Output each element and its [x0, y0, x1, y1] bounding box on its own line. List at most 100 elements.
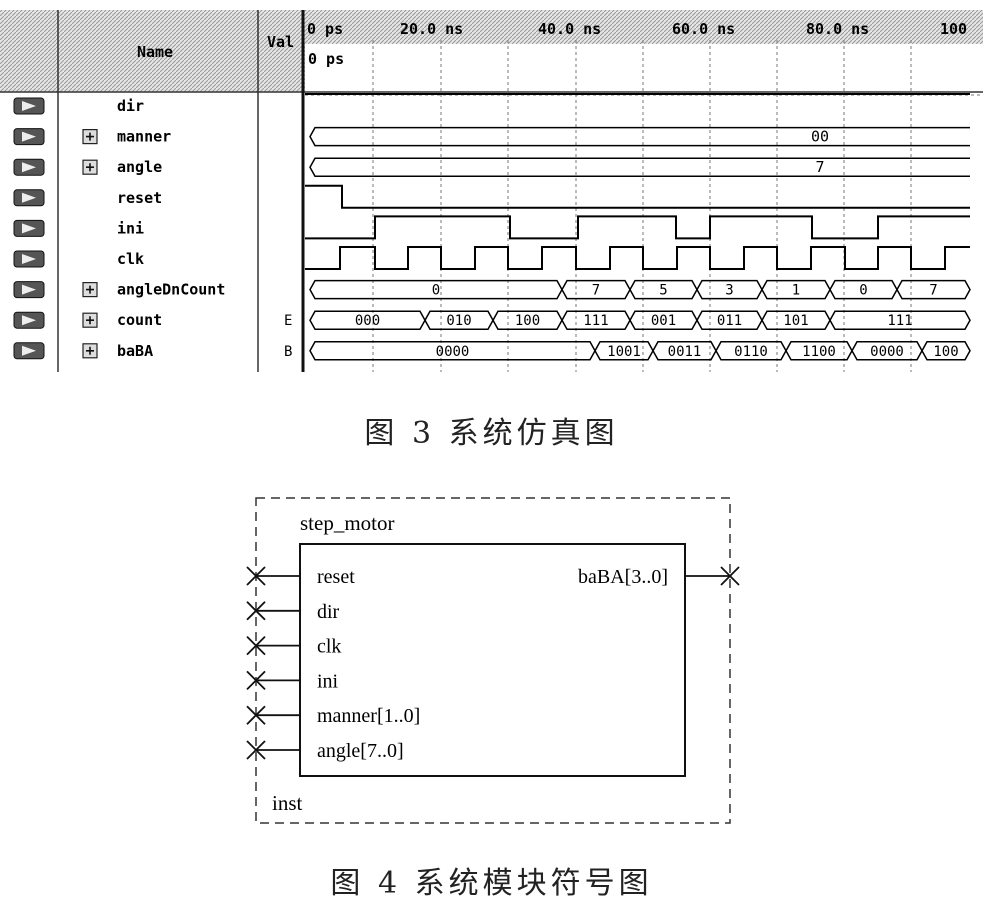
time-label: 40.0 ns [538, 20, 601, 38]
port-icon [13, 158, 45, 176]
expand-icon[interactable] [82, 312, 98, 328]
value-column-header[interactable]: Val [267, 33, 294, 51]
bus-value: 111 [887, 313, 912, 329]
waveform-reset [305, 184, 970, 209]
bus-segment [896, 279, 971, 300]
signal-row-ini[interactable]: ini [13, 219, 144, 237]
time-label: 20.0 ns [400, 20, 463, 38]
pin-terminal-icon [246, 670, 266, 691]
bus-value: 101 [783, 313, 808, 329]
time-label: 100 [940, 20, 967, 38]
bus-value: 1 [792, 283, 800, 299]
waveform-clk [305, 246, 970, 270]
input-pin-label: ini [317, 670, 339, 692]
expand-icon[interactable] [82, 159, 98, 175]
input-pin[interactable]: clk [246, 635, 341, 658]
pin-terminal-icon [720, 566, 740, 586]
module-body[interactable] [299, 543, 686, 777]
input-pin-label: manner[1..0] [317, 705, 420, 727]
bus-value: 1001 [607, 344, 641, 360]
waveform-ini [305, 215, 970, 240]
bus-value: 010 [446, 313, 471, 329]
port-icon [13, 250, 45, 268]
input-pin[interactable]: dir [246, 601, 340, 623]
port-icon [13, 128, 45, 146]
expand-icon[interactable] [82, 129, 98, 145]
pin-terminal-icon [246, 740, 266, 760]
bus-value: 011 [717, 313, 742, 329]
output-pin[interactable]: baBA[3..0] [578, 566, 740, 588]
figure-4-caption: 图 4 系统模块符号图 [330, 866, 653, 901]
figure-3-caption: 图 3 系统仿真图 [364, 416, 619, 451]
signal-name: ini [117, 219, 144, 237]
signal-row-angleDnCount[interactable]: angleDnCount [13, 281, 225, 299]
cursor-time-label: 0 ps [308, 50, 344, 68]
signal-name: angle [117, 158, 162, 176]
bus-value: 00 [811, 128, 829, 146]
signal-row-clk[interactable]: clk [13, 250, 144, 268]
module-symbol: step_motor reset dir clk ini manner[1..0] ang… [246, 497, 740, 824]
bus-segment [829, 310, 971, 330]
input-pin[interactable]: angle[7..0] [246, 740, 404, 762]
port-icon [13, 342, 45, 360]
input-pin-label: reset [317, 566, 355, 588]
port-icon [13, 189, 45, 207]
bus-value: 1100 [802, 344, 836, 360]
bus-value: 7 [929, 283, 937, 299]
port-icon [13, 281, 45, 299]
expand-icon[interactable] [82, 282, 98, 298]
signal-list: dir manner angle reset ini clk angleDnCount cou… [13, 97, 292, 360]
signal-row-reset[interactable]: reset [13, 189, 162, 207]
port-icon [13, 311, 45, 329]
expand-icon[interactable] [82, 343, 98, 359]
bus-value: 111 [583, 313, 608, 329]
input-pin-label: angle[7..0] [317, 740, 404, 762]
bus-manner: 00 [309, 126, 970, 147]
time-label: 60.0 ns [672, 20, 735, 38]
signal-value: B [284, 344, 292, 360]
pin-terminal-icon [246, 635, 266, 656]
input-pin[interactable]: reset [246, 566, 355, 588]
bus-value: 0 [432, 283, 440, 299]
bus-value: 0000 [870, 344, 904, 360]
port-icon [13, 219, 45, 237]
pin-terminal-icon [246, 601, 266, 621]
bus-segment [921, 341, 971, 361]
pin-terminal-icon [246, 705, 266, 725]
signal-name: angleDnCount [117, 281, 225, 299]
time-label: 0 ps [307, 20, 343, 38]
instance-name: inst [272, 791, 303, 815]
bus-value: 7 [592, 283, 600, 299]
input-pin-label: dir [317, 601, 340, 623]
module-name: step_motor [300, 511, 395, 535]
bus-value: 0011 [668, 344, 702, 360]
pin-terminal-icon [246, 566, 266, 586]
bus-value: 3 [725, 283, 733, 299]
symbol-boundary [255, 497, 731, 824]
input-pin[interactable]: ini [246, 670, 339, 692]
signal-name: reset [117, 189, 162, 207]
name-column-header[interactable]: Name [137, 43, 173, 61]
port-icon [13, 97, 45, 115]
signal-name: clk [117, 250, 144, 268]
bus-angle: 7 [309, 157, 970, 177]
signal-name: count [117, 311, 162, 329]
input-pin-label: clk [317, 636, 341, 658]
time-label: 80.0 ns [806, 20, 869, 38]
signal-row-angle[interactable]: angle [13, 158, 162, 176]
signal-row-manner[interactable]: manner [13, 128, 171, 146]
input-pin[interactable]: manner[1..0] [246, 705, 420, 727]
bus-value: 0000 [436, 344, 470, 360]
signal-row-dir[interactable]: dir [13, 97, 144, 115]
bus-value: 7 [815, 158, 824, 176]
signal-name: manner [117, 128, 171, 146]
signal-name: dir [117, 97, 144, 115]
bus-value: 100 [933, 344, 958, 360]
bus-value: 001 [651, 313, 676, 329]
